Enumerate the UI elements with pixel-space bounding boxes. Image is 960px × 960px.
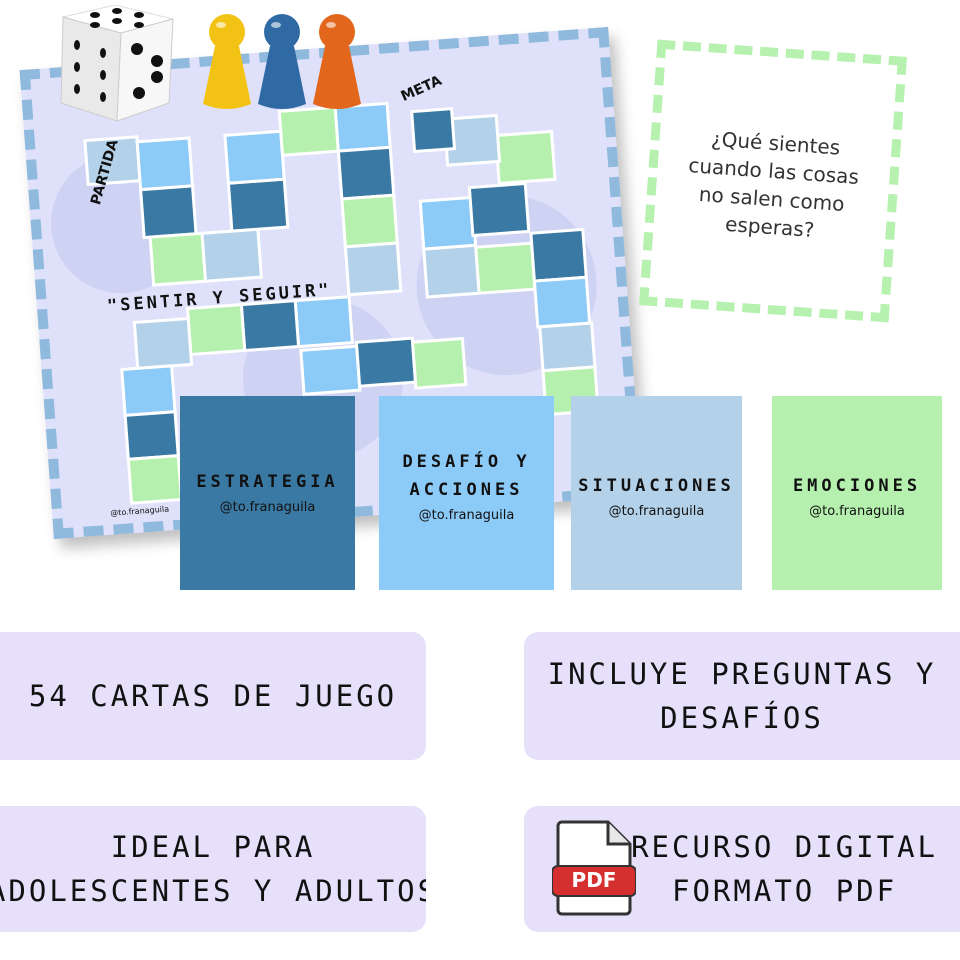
feature-text: 54 CARTAS DE JUEGO bbox=[28, 679, 398, 713]
pawns-icon bbox=[203, 14, 361, 109]
pawn-icon bbox=[313, 14, 361, 109]
pdf-label: PDF bbox=[571, 868, 617, 892]
feature-text: IDEAL PARA ADOLESCENTES Y ADULTOS bbox=[0, 830, 426, 908]
pdf-file-icon: PDF bbox=[551, 818, 637, 916]
feature-text: INCLUYE PREGUNTAS Y DESAFÍOS bbox=[547, 657, 937, 735]
card-handle: @to.franaguila bbox=[219, 500, 316, 515]
card-situaciones: SITUACIONES @to.franaguila bbox=[571, 396, 742, 590]
pawn-icon bbox=[258, 14, 306, 109]
card-title: EMOCIONES bbox=[792, 476, 922, 496]
card-title: SITUACIONES bbox=[578, 476, 735, 496]
card-estrategia: ESTRATEGIA @to.franaguila bbox=[180, 396, 355, 590]
card-title: ESTRATEGIA bbox=[196, 472, 339, 492]
feature-cards-count: 54 CARTAS DE JUEGO bbox=[0, 632, 426, 760]
card-title: DESAFÍO Y ACCIONES bbox=[402, 452, 531, 500]
feature-text: RECURSO DIGITAL FORMATO PDF bbox=[631, 830, 938, 908]
card-handle: @to.franaguila bbox=[809, 504, 905, 519]
feature-includes: INCLUYE PREGUNTAS Y DESAFÍOS bbox=[524, 632, 960, 760]
dice-icon bbox=[60, 5, 174, 122]
card-emociones: EMOCIONES @to.franaguila bbox=[772, 396, 942, 590]
question-text: ¿Qué sientes cuando las cosas no salen c… bbox=[687, 126, 860, 242]
question-card: ¿Qué sientes cuando las cosas no salen c… bbox=[639, 39, 907, 323]
card-desafio-acciones: DESAFÍO Y ACCIONES @to.franaguila bbox=[379, 396, 554, 590]
pawn-icon bbox=[203, 14, 251, 109]
card-handle: @to.franaguila bbox=[608, 504, 705, 519]
card-handle: @to.franaguila bbox=[418, 508, 515, 523]
feature-audience: IDEAL PARA ADOLESCENTES Y ADULTOS bbox=[0, 806, 426, 932]
